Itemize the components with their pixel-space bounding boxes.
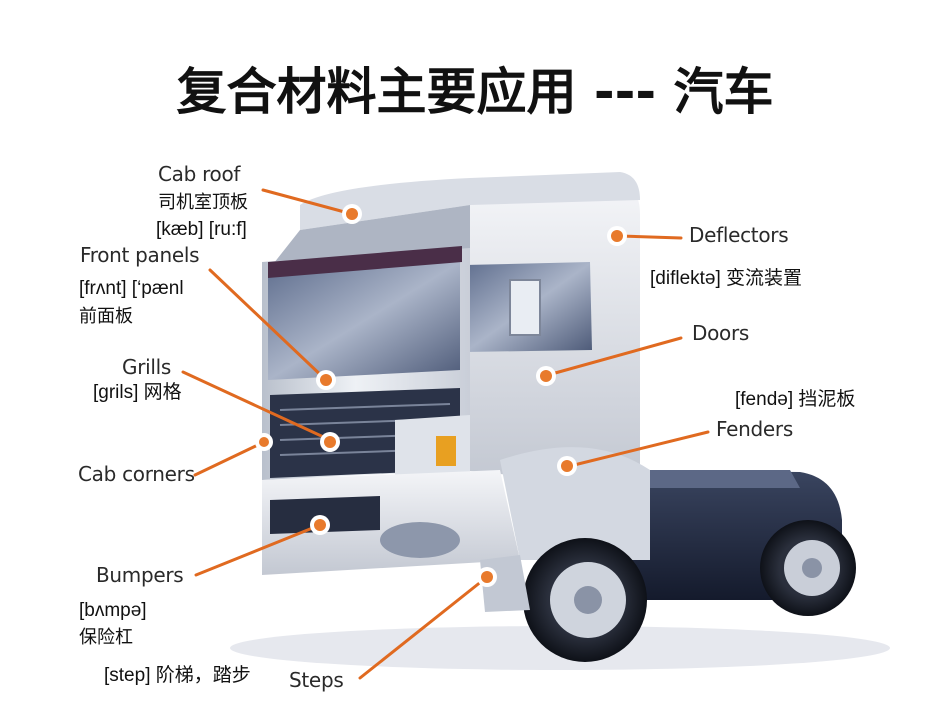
label-doors: Doors (692, 321, 750, 345)
label-cab-roof: Cab roof (158, 162, 241, 186)
leader-line-grills (181, 370, 332, 442)
note-cab-roof-cn: 司机室顶板 (158, 192, 248, 213)
label-cab-corners: Cab corners (78, 462, 195, 486)
note-fenders: [fendə] 挡泥板 (735, 389, 856, 410)
note-bumpers-cn: 保险杠 (79, 627, 133, 648)
label-front-panels: Front panels (80, 243, 200, 267)
page-title: 复合材料主要应用 --- 汽车 (176, 63, 774, 121)
label-grills: Grills (122, 355, 172, 379)
note-front-panels-ipa: [frʌnt] [‘pænl (79, 278, 184, 299)
leader-line-doors (546, 336, 683, 377)
marker-deflectors (607, 226, 627, 246)
note-grills: [grils] 网格 (93, 382, 182, 403)
leader-line-steps (358, 575, 489, 680)
marker-fenders (557, 456, 577, 476)
note-bumpers-ipa: [bʌmpə] (79, 600, 147, 621)
marker-cab-roof (342, 204, 362, 224)
leader-line-bumpers (194, 523, 322, 577)
leader-line-cab-corners (193, 440, 266, 477)
marker-bumpers (310, 515, 330, 535)
leader-line-fenders (568, 430, 710, 468)
label-steps: Steps (289, 668, 344, 692)
marker-cab-corners (255, 433, 273, 451)
label-bumpers: Bumpers (96, 563, 184, 587)
label-fenders: Fenders (716, 417, 793, 441)
marker-front-panels (316, 370, 336, 390)
label-deflectors: Deflectors (689, 223, 789, 247)
truck-illustration (230, 172, 890, 670)
note-deflectors: [diflektə] 变流装置 (650, 268, 803, 289)
note-steps: [step] 阶梯，踏步 (104, 665, 251, 686)
leader-line-deflectors (618, 234, 683, 240)
note-front-panels-cn: 前面板 (79, 306, 133, 327)
marker-grills (320, 432, 340, 452)
marker-doors (536, 366, 556, 386)
leader-line-cab-roof (261, 188, 354, 216)
note-cab-roof-ipa: [kæb] [ru:f] (156, 219, 247, 240)
leader-line-front-panels (208, 268, 328, 382)
marker-steps (477, 567, 497, 587)
